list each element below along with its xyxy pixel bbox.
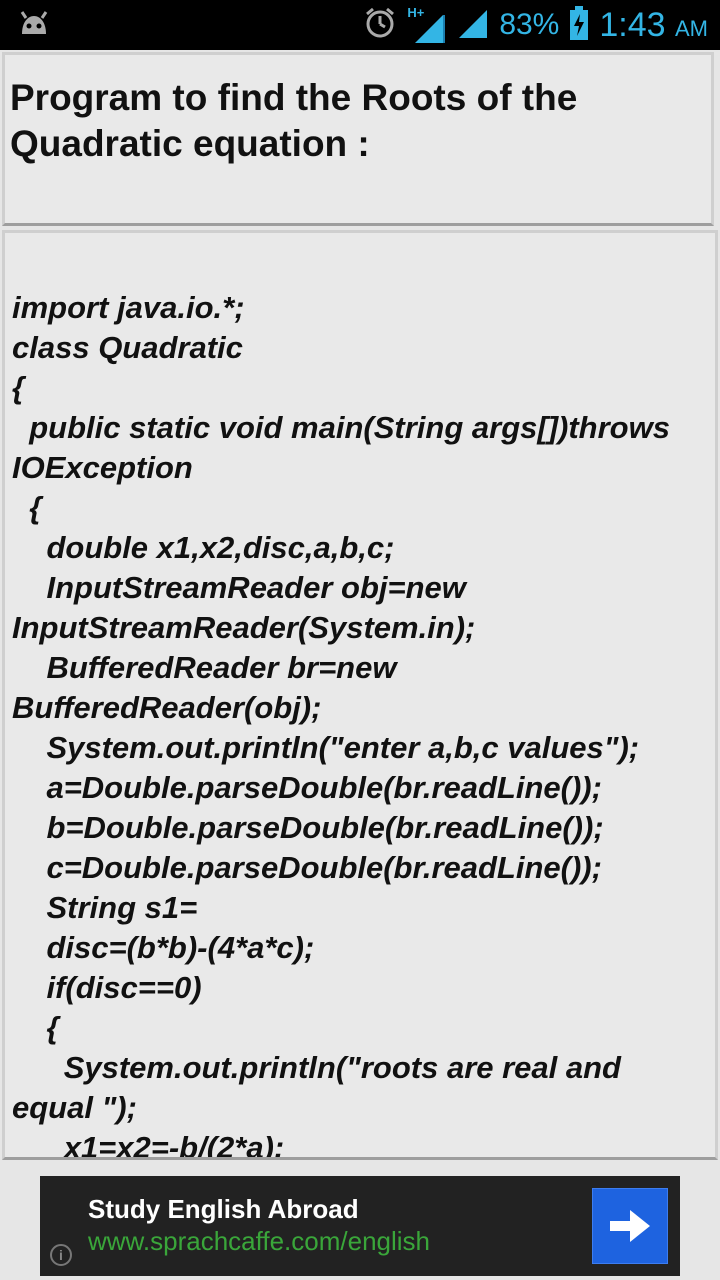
ad-banner[interactable]: Study English Abroad www.sprachcaffe.com… <box>40 1176 680 1276</box>
title-panel: Program to find the Roots of the Quadrat… <box>2 52 714 226</box>
program-code: import java.io.*; class Quadratic { publ… <box>12 290 670 1160</box>
android-notification-icon <box>18 10 50 41</box>
signal-strength-icon <box>457 6 489 45</box>
clock-ampm: AM <box>675 15 708 41</box>
ad-open-button[interactable] <box>592 1188 668 1264</box>
battery-charging-icon <box>569 5 589 45</box>
ad-url: www.sprachcaffe.com/english <box>88 1226 431 1256</box>
network-type-label: H+ <box>407 5 425 20</box>
ad-info-icon[interactable]: i <box>50 1244 72 1266</box>
clock: 1:43 AM <box>599 6 708 45</box>
ad-title: Study English Abroad <box>88 1194 359 1224</box>
mobile-data-signal-icon: H+ <box>407 5 447 45</box>
arrow-right-icon <box>610 1210 650 1242</box>
page-title: Program to find the Roots of the Quadrat… <box>10 77 578 164</box>
alarm-icon <box>363 6 397 45</box>
battery-percent: 83% <box>499 8 560 41</box>
clock-time: 1:43 <box>599 5 666 44</box>
code-panel[interactable]: import java.io.*; class Quadratic { publ… <box>2 230 718 1160</box>
status-bar: H+ 83% 1:43 AM <box>0 0 720 50</box>
